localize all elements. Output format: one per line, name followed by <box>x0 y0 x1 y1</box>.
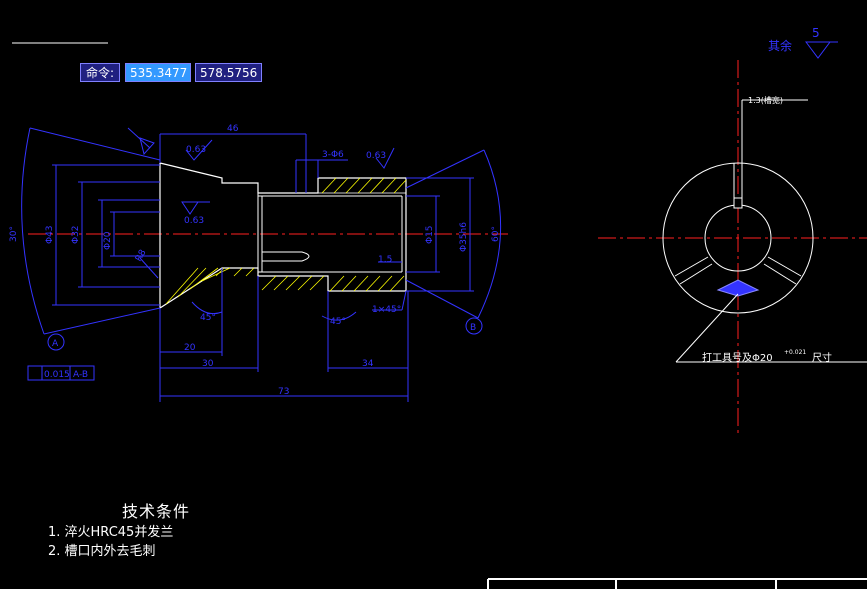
outer-circle <box>662 162 814 314</box>
dim-angle-45b: 45° <box>330 317 346 327</box>
tool-note-sup: +0.021 <box>784 349 806 356</box>
command-label: 命令: <box>80 63 120 82</box>
dim-1-5: 1.5 <box>378 255 392 265</box>
dim-phi15: Φ15 <box>425 225 435 244</box>
hatch-upper <box>317 177 407 194</box>
roughness-symbol <box>805 41 838 59</box>
dim-angle-60: 60° <box>491 226 501 242</box>
dim-20: 20 <box>184 343 196 353</box>
front-view: 46 0.63 0.63 0.63 3-Φ6 Φ43 Φ32 Φ20 Φ15 Φ… <box>9 124 508 402</box>
dim-r8: R8 <box>134 248 149 264</box>
datum-a: A <box>52 339 59 349</box>
roughness-value: 5 <box>812 26 820 40</box>
dim-46: 46 <box>227 124 239 134</box>
dim-34: 34 <box>362 359 374 369</box>
tool-note-tail: 尺寸 <box>812 351 832 364</box>
dimension-texts: 46 0.63 0.63 0.63 3-Φ6 Φ43 Φ32 Φ20 Φ15 Φ… <box>9 124 501 397</box>
roughness-mid: 0.63 <box>184 216 204 226</box>
tool-note: 打工具号及Φ20 <box>702 351 773 364</box>
datum-b: B <box>470 323 476 333</box>
note-leader <box>675 99 867 363</box>
note-item-2: 2. 槽口内外去毛刺 <box>48 544 156 559</box>
slot-label: 1.3(槽宽) <box>748 95 783 105</box>
dim-angle-45a: 45° <box>200 313 216 323</box>
title-block <box>487 578 867 589</box>
dim-73: 73 <box>278 387 289 397</box>
dim-thread: 3-Φ6 <box>322 150 344 160</box>
note-item-1: 1. 淬火HRC45并发兰 <box>48 525 174 540</box>
dim-phi43: Φ43 <box>45 225 55 244</box>
slot-top <box>733 197 743 209</box>
dim-phi20: Φ20 <box>103 231 113 250</box>
coord-y-input[interactable]: 578.5756 <box>195 63 262 82</box>
slot <box>262 251 310 262</box>
roughness-label: 其余 <box>768 38 792 53</box>
notes-title: 技术条件 <box>122 502 191 521</box>
hatch-lower <box>165 267 405 305</box>
marker-diamond <box>716 279 760 297</box>
dim-30: 30 <box>202 359 214 369</box>
dim-phi32: Φ32 <box>71 225 81 244</box>
roughness-top: 0.63 <box>186 145 206 155</box>
slots <box>674 163 802 285</box>
dim-phi-right: Φ35h6 <box>459 222 469 252</box>
dimension-lines <box>21 127 502 402</box>
part-outline <box>159 162 407 310</box>
side-view: 其余 5 1.3(槽宽) 打工具号及Φ20 +0.021 尺寸 <box>598 26 867 436</box>
datum-ref: A-B <box>73 370 88 380</box>
tolerance-value: 0.015 <box>44 370 70 380</box>
coord-x-input[interactable]: 535.3477 <box>125 63 191 82</box>
dim-angle-30: 30° <box>9 226 19 242</box>
roughness-right: 0.63 <box>366 151 386 161</box>
dim-chamfer: 1×45° <box>372 305 401 315</box>
